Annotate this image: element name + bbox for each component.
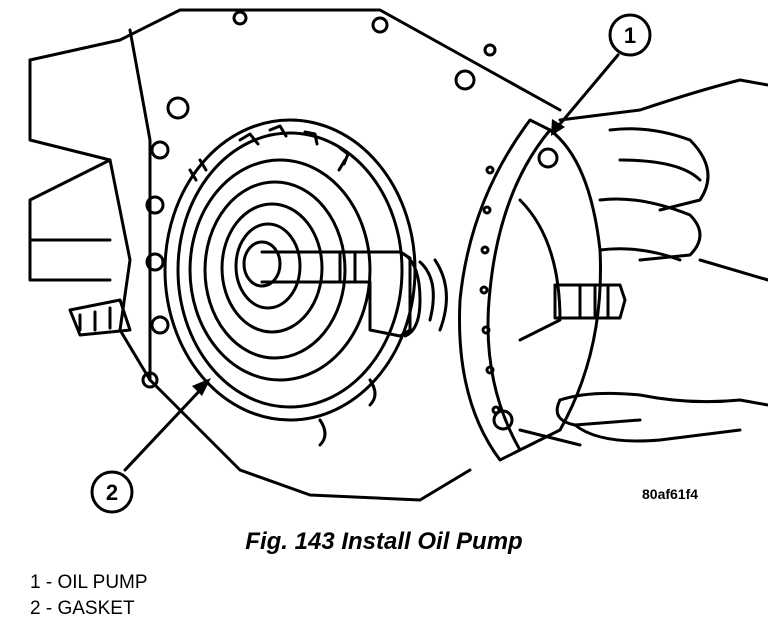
callout-2-number: 2 [106, 480, 118, 505]
legend-label: OIL PUMP [57, 572, 148, 593]
oil-pump-installation-illustration: 1 2 [28, 8, 768, 514]
arrowheads [192, 119, 565, 396]
callout-1: 1 [608, 13, 652, 57]
input-shaft [260, 250, 448, 338]
gasket [163, 118, 417, 422]
oil-pump [458, 118, 627, 462]
legend-label: GASKET [57, 598, 135, 619]
legend-separator: - [40, 598, 58, 619]
legend-number: 1 [30, 572, 41, 593]
legend-number: 2 [30, 598, 41, 619]
transmission-case [28, 8, 562, 502]
callout-1-number: 1 [624, 23, 636, 48]
legend: 1 - OIL PUMP 2 - GASKET [30, 570, 148, 622]
legend-item: 2 - GASKET [30, 596, 148, 622]
figure-caption: Fig. 143 Install Oil Pump [245, 528, 523, 555]
hands [518, 78, 768, 447]
image-code: 80af61f4 [642, 486, 699, 502]
legend-separator: - [40, 572, 58, 593]
callout-leaders [123, 53, 620, 472]
legend-item: 1 - OIL PUMP [30, 570, 148, 596]
callout-2: 2 [90, 470, 134, 514]
